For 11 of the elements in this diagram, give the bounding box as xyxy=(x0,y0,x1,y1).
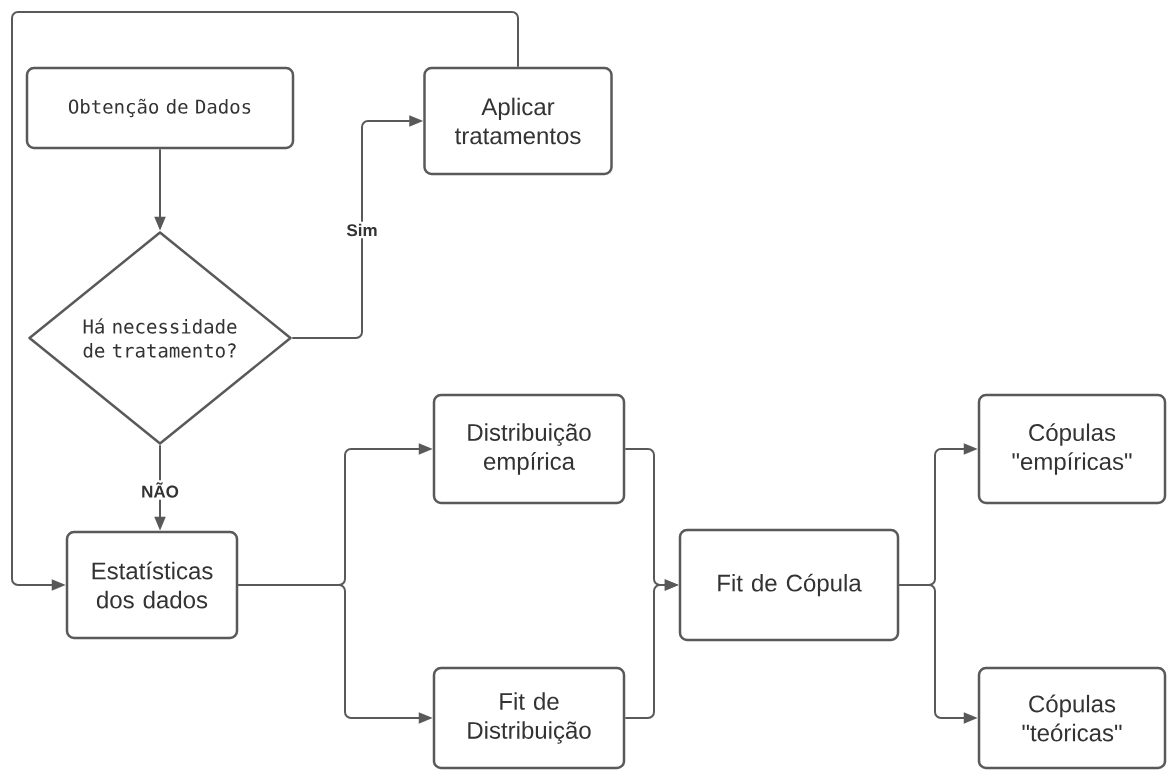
process-box: Cópulas "teóricas" xyxy=(977,666,1167,770)
process-box: Cópulas "empíricas" xyxy=(977,393,1167,505)
process-box: Distribuição empírica xyxy=(432,393,626,505)
process-box: Estatísticas dos dados xyxy=(65,530,239,640)
process-box: Fit de Cópula xyxy=(678,528,900,642)
edge-label: Sim xyxy=(344,221,380,239)
process-box: Fit de Distribuição xyxy=(432,666,626,770)
edge-label: NÃO xyxy=(139,480,181,500)
process-box: Aplicar tratamentos xyxy=(423,66,613,176)
process-box: Obtenção de Dados xyxy=(25,66,295,150)
arrow xyxy=(11,11,519,591)
